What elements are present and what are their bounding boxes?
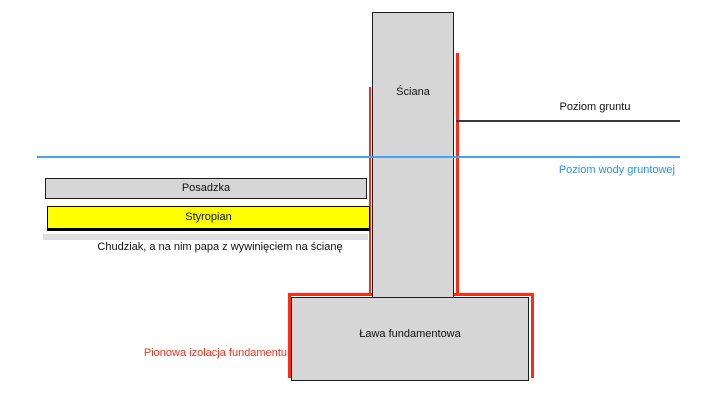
styrofoam-label: Styropian: [185, 211, 232, 223]
groundwater-level-label: Poziom wody gruntowej: [558, 164, 675, 176]
lean-concrete-label: Chudziak, a na nim papa z wywinięciem na…: [97, 241, 343, 253]
wall-rect: [372, 12, 454, 298]
wall-insulation-line-right: [456, 53, 459, 294]
footing-rect: Ława fundamentowa: [291, 297, 529, 381]
floor-rect: Posadzka: [45, 178, 367, 199]
groundwater-level-line: [37, 156, 680, 159]
vertical-insulation-label: Pionowa izolacja fundamentu: [143, 347, 287, 359]
wall-label: Ściana: [396, 86, 430, 98]
wall-insulation-line-left: [368, 87, 371, 296]
floor-label: Posadzka: [181, 182, 231, 194]
footing-label: Ława fundamentowa: [359, 328, 461, 340]
ground-level-label: Poziom gruntu: [559, 101, 631, 113]
ground-level-line: [456, 120, 680, 122]
lean-concrete-strip: [43, 234, 368, 240]
styrofoam-rect: Styropian: [47, 206, 370, 231]
